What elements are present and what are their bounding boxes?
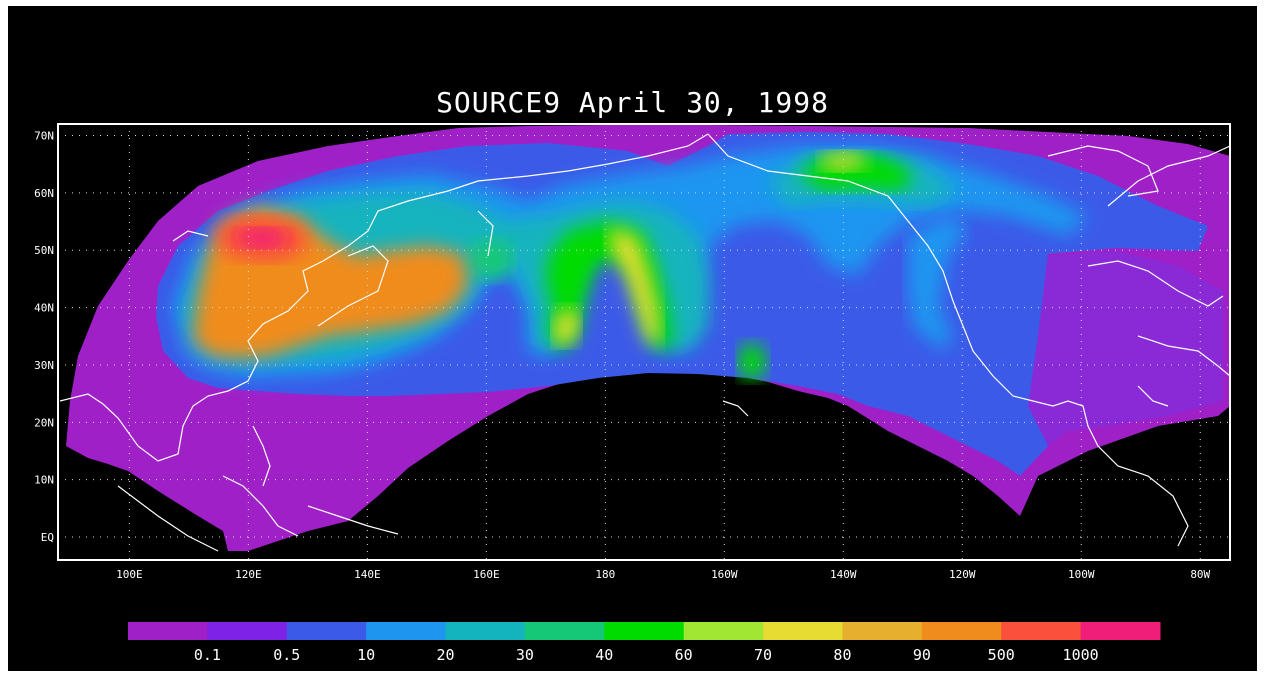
lat-label: 40N (34, 302, 54, 315)
lon-label: 120W (949, 568, 976, 581)
colorbar-label: 60 (675, 646, 693, 664)
colorbar-swatch (128, 622, 208, 640)
field-yellow-north (820, 151, 870, 171)
colorbar-swatch (763, 622, 843, 640)
colorbar-swatch (604, 622, 685, 640)
colorbar-label: 80 (833, 646, 851, 664)
field-green-south (738, 341, 768, 381)
graticule (58, 124, 1230, 560)
colorbar-swatch (842, 622, 923, 640)
lat-label: 70N (34, 129, 54, 142)
lat-label: EQ (41, 531, 54, 544)
colorbar-label: 500 (988, 646, 1015, 664)
lat-label: 10N (34, 474, 54, 487)
latitude-labels: 70N 60N 50N 40N 30N 20N 10N EQ (34, 129, 54, 544)
lon-label: 160E (473, 568, 500, 581)
field-magenta (236, 228, 290, 248)
lon-label: 100E (116, 568, 143, 581)
lon-label: 180 (595, 568, 615, 581)
lat-label: 30N (34, 359, 54, 372)
colorbar (128, 622, 1161, 640)
longitude-labels: 100E 120E 140E 160E 180 160W 140W 120W 100W 80W (116, 568, 1210, 581)
lon-label: 100W (1068, 568, 1095, 581)
map-figure: SOURCE9 April 30, 1998 (8, 6, 1257, 671)
lat-label: 60N (34, 187, 54, 200)
colorbar-label: 10 (357, 646, 375, 664)
colorbar-label: 90 (913, 646, 931, 664)
field-green-east (468, 238, 513, 281)
lat-label: 50N (34, 244, 54, 257)
lon-label: 120E (235, 568, 262, 581)
plot-frame (57, 123, 1231, 561)
colorbar-label: 70 (754, 646, 772, 664)
field-violet (1028, 251, 1223, 446)
colorbar-swatch (524, 622, 605, 640)
colorbar-swatch (921, 622, 1002, 640)
colorbar-swatch (366, 622, 447, 640)
field-yellow (608, 228, 660, 344)
colorbar-label: 40 (595, 646, 613, 664)
colorbar-swatch (1001, 622, 1082, 640)
lat-label: 20N (34, 416, 54, 429)
field-lightblue-streak (908, 216, 968, 351)
field-yellow-2 (553, 306, 580, 346)
colorbar-swatch (1080, 622, 1161, 640)
map-title: SOURCE9 April 30, 1998 (436, 86, 829, 119)
lon-label: 160W (711, 568, 738, 581)
colorbar-swatch (286, 622, 367, 640)
map-canvas: 70N 60N 50N 40N 30N 20N 10N EQ 100E 120E 140E 160E… (34, 123, 1231, 664)
lon-label: 140W (830, 568, 857, 581)
lon-label: 80W (1190, 568, 1210, 581)
coastlines (59, 133, 1230, 552)
colorbar-label: 30 (516, 646, 534, 664)
lon-label: 140E (354, 568, 381, 581)
colorbar-label: 0.1 (194, 646, 221, 664)
colorbar-labels: 0.1 0.5 10 20 30 40 60 70 80 90 500 1000 (194, 646, 1099, 664)
colorbar-swatch (445, 622, 526, 640)
colorbar-swatch (683, 622, 764, 640)
concentration-field (66, 125, 1230, 551)
colorbar-label: 0.5 (273, 646, 300, 664)
colorbar-swatch (207, 622, 288, 640)
colorbar-label: 20 (437, 646, 455, 664)
colorbar-label: 1000 (1063, 646, 1099, 664)
